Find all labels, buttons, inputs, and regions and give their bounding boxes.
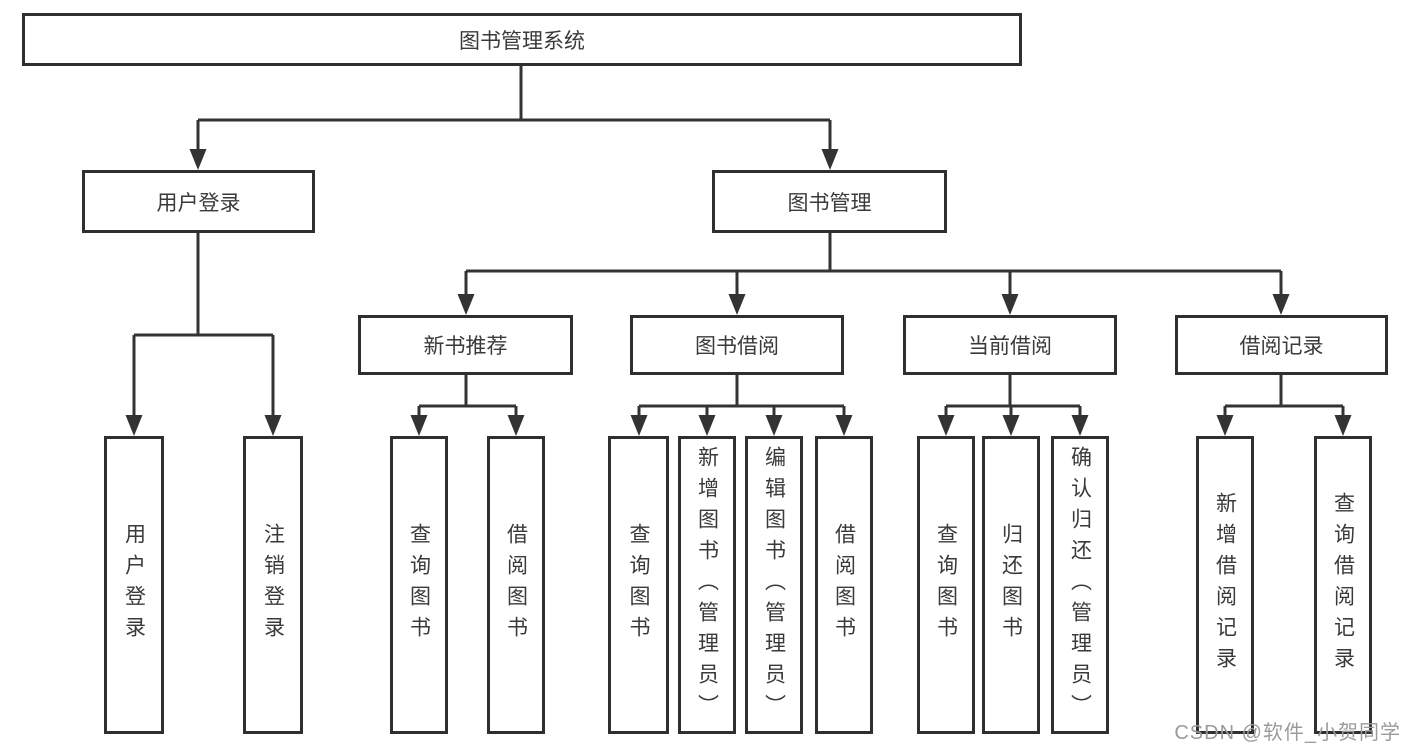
node-label: 注销登录 xyxy=(261,523,285,647)
node-label: 用户登录 xyxy=(156,191,241,215)
node-borrowing-records: 借阅记录 xyxy=(1175,315,1388,375)
leaf-add-books-admin: 新增图书（管理员） xyxy=(678,436,736,734)
node-label: 查询图书 xyxy=(627,523,650,647)
leaf-query-books-borrowing: 查询图书 xyxy=(608,436,669,734)
leaf-user-login: 用户登录 xyxy=(104,436,164,734)
node-label: 编辑图书（管理员） xyxy=(762,445,786,725)
leaf-edit-books-admin: 编辑图书（管理员） xyxy=(745,436,803,734)
leaf-query-books-recommend: 查询图书 xyxy=(390,436,448,734)
node-new-book-recommend: 新书推荐 xyxy=(358,315,573,375)
node-book-borrowing: 图书借阅 xyxy=(630,315,844,375)
node-label: 图书管理系统 xyxy=(459,29,585,53)
node-library-management-system: 图书管理系统 xyxy=(22,13,1022,66)
leaf-query-books-current: 查询图书 xyxy=(917,436,975,734)
node-user-login: 用户登录 xyxy=(82,170,315,233)
node-label: 新书推荐 xyxy=(423,335,508,358)
csdn-watermark: CSDN @软件_小贺同学 xyxy=(1174,722,1401,744)
node-current-borrowing: 当前借阅 xyxy=(903,315,1117,375)
node-label: 借阅记录 xyxy=(1239,335,1324,358)
node-book-management: 图书管理 xyxy=(712,170,947,233)
node-label: 确认归还（管理员） xyxy=(1068,445,1092,725)
leaf-borrow-books-recommend: 借阅图书 xyxy=(487,436,545,734)
node-label: 借阅图书 xyxy=(504,523,528,647)
node-label: 查询图书 xyxy=(934,523,958,647)
leaf-add-borrow-record: 新增借阅记录 xyxy=(1196,436,1254,734)
leaf-query-borrow-record: 查询借阅记录 xyxy=(1314,436,1372,734)
leaf-borrow-books-borrowing: 借阅图书 xyxy=(815,436,873,734)
leaf-confirm-return-admin: 确认归还（管理员） xyxy=(1051,436,1109,734)
node-label: 查询图书 xyxy=(407,523,431,647)
node-label: 当前借阅 xyxy=(968,335,1052,358)
node-label: 新增借阅记录 xyxy=(1213,492,1237,678)
leaf-return-books: 归还图书 xyxy=(982,436,1040,734)
leaf-logout-login: 注销登录 xyxy=(243,436,303,734)
node-label: 图书管理 xyxy=(787,191,872,215)
node-label: 查询借阅记录 xyxy=(1331,492,1355,678)
node-label: 新增图书（管理员） xyxy=(695,445,719,725)
node-label: 归还图书 xyxy=(999,523,1023,647)
node-label: 用户登录 xyxy=(122,523,146,647)
node-label: 借阅图书 xyxy=(832,523,856,647)
node-label: 图书借阅 xyxy=(695,335,779,358)
